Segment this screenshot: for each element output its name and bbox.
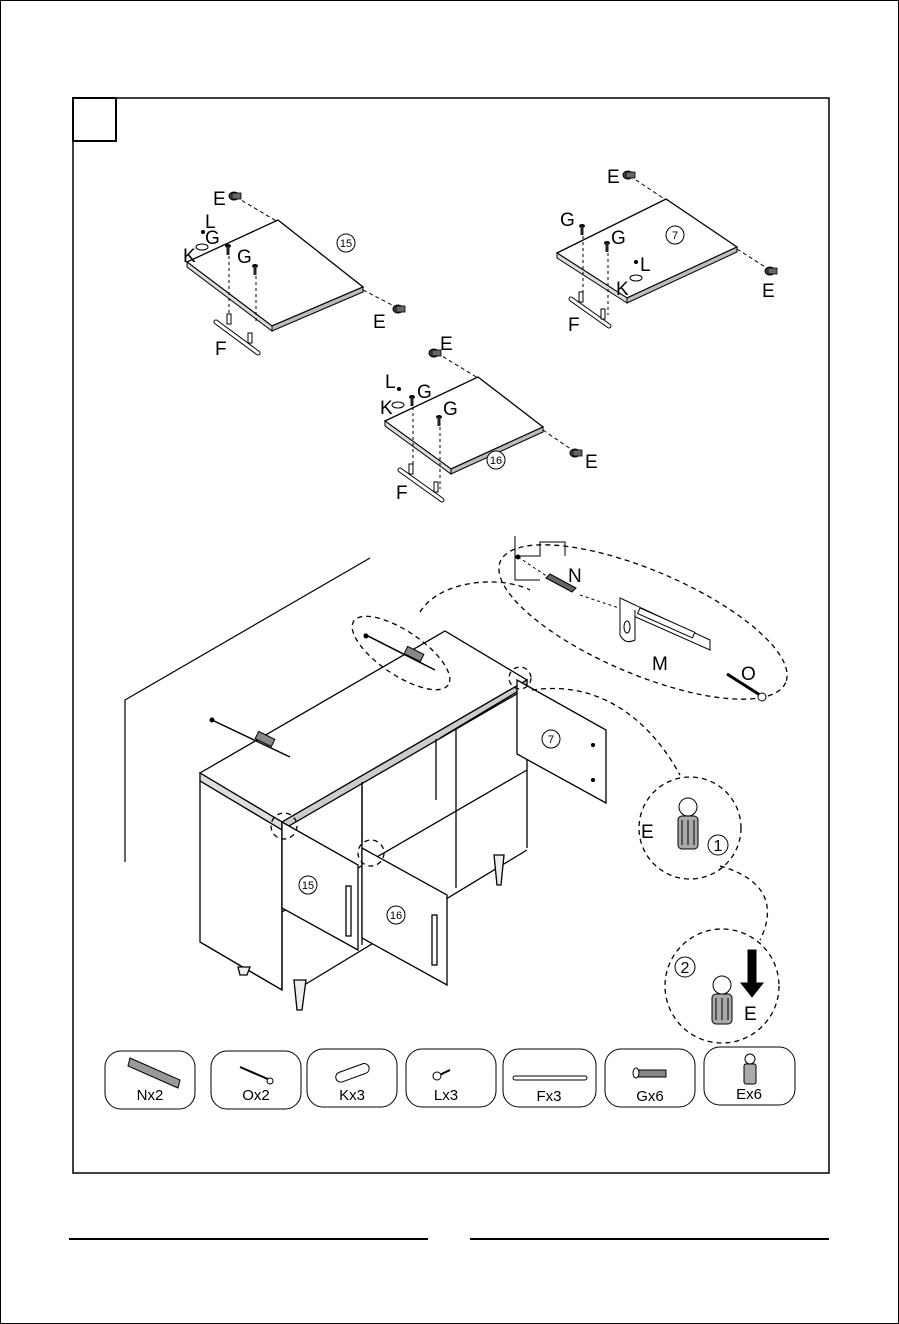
label-g: G xyxy=(560,210,575,231)
label-e: E xyxy=(440,334,453,355)
label-n: N xyxy=(568,566,582,587)
label-l: L xyxy=(385,372,396,393)
part-label-screw: Ox2 xyxy=(242,1087,270,1104)
step-number-1: 1 xyxy=(714,838,723,855)
hinge-plug-detail-1 xyxy=(678,798,698,849)
label-e: E xyxy=(744,1004,757,1025)
label-e: E xyxy=(373,312,386,333)
panel-number-15: 15 xyxy=(302,880,314,892)
door-15-assembly: 15 E L G K G E F xyxy=(183,189,405,360)
label-l: L xyxy=(640,255,651,276)
label-m: M xyxy=(652,654,668,675)
panel-number-7: 7 xyxy=(548,734,554,746)
label-e: E xyxy=(607,167,620,188)
label-g: G xyxy=(443,399,458,420)
part-label-plate: Kx3 xyxy=(339,1087,365,1104)
door-16-assembly: 16 E L G K G E F xyxy=(380,334,598,504)
label-g: G xyxy=(417,382,432,403)
bracket-detail xyxy=(515,536,766,701)
label-e: E xyxy=(585,452,598,473)
cabinet xyxy=(200,631,606,1010)
door-7-assembly: 7 E G G L K E F xyxy=(557,167,777,336)
step-number-box xyxy=(73,98,116,141)
panel-number-7: 7 xyxy=(672,230,678,242)
panel-number-16: 16 xyxy=(390,910,402,922)
label-f: F xyxy=(568,315,580,336)
panel-number-16: 16 xyxy=(490,455,502,467)
label-g: G xyxy=(237,247,252,268)
label-f: F xyxy=(396,483,408,504)
part-label-hinge-plug: Ex6 xyxy=(736,1086,762,1103)
part-label-anchor: Nx2 xyxy=(137,1087,164,1104)
label-o: O xyxy=(741,664,756,685)
label-k: K xyxy=(183,246,196,267)
part-label-handle: Fx3 xyxy=(536,1088,561,1105)
step-number-2: 2 xyxy=(681,960,690,977)
part-label-small-screw: Lx3 xyxy=(434,1087,458,1104)
label-k: K xyxy=(616,279,629,300)
label-g: G xyxy=(205,228,220,249)
panel-number-15: 15 xyxy=(340,238,352,250)
label-e: E xyxy=(213,189,226,210)
label-f: F xyxy=(215,339,227,360)
label-e: E xyxy=(641,822,654,843)
label-k: K xyxy=(380,398,393,419)
label-e: E xyxy=(762,281,775,302)
label-g: G xyxy=(611,228,626,249)
part-label-bolt: Gx6 xyxy=(636,1088,664,1105)
